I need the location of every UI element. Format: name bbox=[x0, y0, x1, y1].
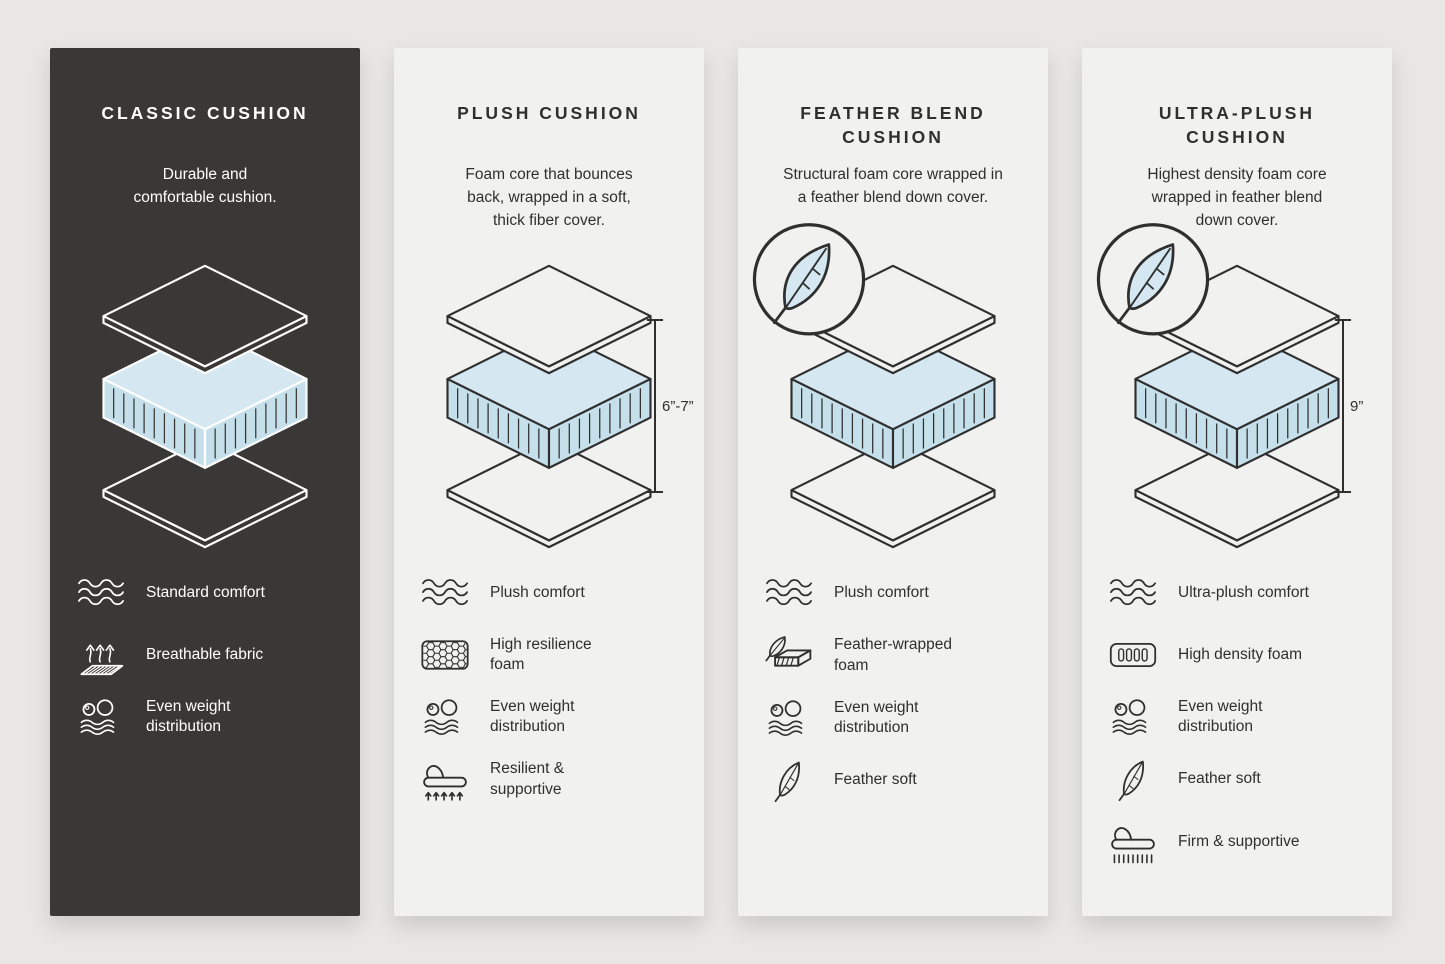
feature-label: High resilience foam bbox=[490, 635, 592, 673]
card-description: Highest density foam core wrapped in fea… bbox=[1147, 166, 1327, 229]
feather-blend-cushion-card: FEATHER BLEND CUSHION Structural foam co… bbox=[738, 48, 1048, 916]
card-title: CLASSIC CUSHION bbox=[101, 103, 309, 123]
feature-label: Breathable fabric bbox=[146, 645, 264, 663]
card-description: Foam core that bounces back, wrapped in … bbox=[465, 166, 633, 229]
waves-icon bbox=[762, 578, 816, 608]
feature-row: Standard comfort bbox=[74, 572, 336, 614]
cushion-diagram bbox=[74, 250, 336, 562]
feature-row: Breathable fabric bbox=[74, 634, 336, 676]
card-description: Structural foam core wrapped in a feathe… bbox=[783, 166, 1003, 206]
cushion-layers-illustration bbox=[777, 261, 1009, 551]
feather-wrapped-foam-icon bbox=[762, 634, 816, 677]
feature-label: High density foam bbox=[1178, 645, 1303, 663]
card-title: FEATHER BLEND CUSHION bbox=[800, 103, 986, 147]
cushion-layers-illustration bbox=[1121, 261, 1353, 551]
cushion-layers-illustration bbox=[89, 261, 321, 551]
feature-label: Even weight distribution bbox=[1178, 697, 1263, 735]
feature-row: Even weight distribution bbox=[1106, 696, 1368, 738]
feature-list: Ultra-plush comfort High density foam Ev… bbox=[1106, 572, 1368, 864]
feature-row: Even weight distribution bbox=[418, 696, 680, 738]
height-dimension-marker: 9” bbox=[1342, 320, 1363, 492]
even-weight-icon bbox=[418, 698, 472, 736]
feature-label: Feather soft bbox=[834, 771, 917, 789]
ultra-plush-cushion-card: ULTRA-PLUSH CUSHION Highest density foam… bbox=[1082, 48, 1392, 916]
feature-row: Firm & supportive bbox=[1106, 821, 1368, 864]
feature-row: Plush comfort bbox=[762, 572, 1024, 614]
feature-label: Even weight distribution bbox=[490, 697, 575, 735]
feature-list: Standard comfort Breathable fabric Even … bbox=[74, 572, 336, 738]
waves-icon bbox=[418, 578, 472, 608]
feather-badge-icon bbox=[747, 221, 871, 345]
cushion-layers-illustration bbox=[433, 261, 665, 551]
feature-row: Resilient & supportive bbox=[418, 758, 680, 801]
dimension-label: 6”-7” bbox=[662, 397, 694, 415]
feature-row: High resilience foam bbox=[418, 634, 680, 676]
feather-badge-icon bbox=[1091, 221, 1215, 345]
feature-label: Resilient & supportive bbox=[490, 760, 565, 798]
feature-row: Even weight distribution bbox=[762, 697, 1024, 739]
resilient-supportive-icon bbox=[418, 758, 472, 801]
cushion-stack-icon bbox=[433, 261, 665, 551]
feature-row: Feather-wrapped foam bbox=[762, 634, 1024, 677]
feature-label: Plush comfort bbox=[490, 583, 585, 601]
feather-icon bbox=[762, 759, 816, 802]
cushion-stack-icon bbox=[89, 261, 321, 551]
cushion-diagram: 9” bbox=[1106, 250, 1368, 562]
card-title: ULTRA-PLUSH CUSHION bbox=[1158, 103, 1316, 147]
feature-list: Plush comfort High resilience foam Even … bbox=[418, 572, 680, 801]
dimension-label: 9” bbox=[1350, 397, 1364, 415]
feature-label: Feather-wrapped foam bbox=[834, 636, 953, 674]
feature-label: Standard comfort bbox=[146, 583, 265, 601]
feather-icon bbox=[1106, 758, 1160, 801]
feature-label: Feather soft bbox=[1178, 770, 1261, 788]
even-weight-icon bbox=[1106, 698, 1160, 736]
firm-supportive-icon bbox=[1106, 821, 1160, 864]
feature-row: Plush comfort bbox=[418, 572, 680, 614]
height-dimension-marker: 6”-7” bbox=[654, 320, 694, 492]
high-density-foam-icon bbox=[1106, 639, 1160, 671]
waves-icon bbox=[74, 578, 128, 608]
feature-label: Even weight distribution bbox=[146, 697, 231, 735]
card-title: PLUSH CUSHION bbox=[457, 103, 641, 123]
breathable-fabric-icon bbox=[74, 635, 128, 676]
plush-cushion-card: PLUSH CUSHION Foam core that bounces bac… bbox=[394, 48, 704, 916]
dimension-line bbox=[654, 320, 656, 492]
feature-label: Even weight distribution bbox=[834, 698, 919, 736]
feature-label: Plush comfort bbox=[834, 583, 929, 601]
feature-row: Even weight distribution bbox=[74, 696, 336, 738]
waves-icon bbox=[1106, 578, 1160, 608]
card-description: Durable and comfortable cushion. bbox=[133, 166, 277, 206]
feature-row: Ultra-plush comfort bbox=[1106, 572, 1368, 614]
high-resilience-foam-icon bbox=[418, 639, 472, 671]
feature-label: Ultra-plush comfort bbox=[1178, 583, 1309, 601]
feature-row: Feather soft bbox=[762, 759, 1024, 802]
classic-cushion-card: CLASSIC CUSHION Durable and comfortable … bbox=[50, 48, 360, 916]
feature-label: Firm & supportive bbox=[1178, 833, 1300, 851]
cushion-diagram: 6”-7” bbox=[418, 250, 694, 562]
feature-list: Plush comfort Feather-wrapped foam Even … bbox=[762, 572, 1024, 802]
feature-row: High density foam bbox=[1106, 634, 1368, 676]
feature-row: Feather soft bbox=[1106, 758, 1368, 801]
cushion-diagram bbox=[762, 250, 1024, 562]
even-weight-icon bbox=[762, 699, 816, 737]
even-weight-icon bbox=[74, 698, 128, 736]
dimension-line bbox=[1342, 320, 1344, 492]
